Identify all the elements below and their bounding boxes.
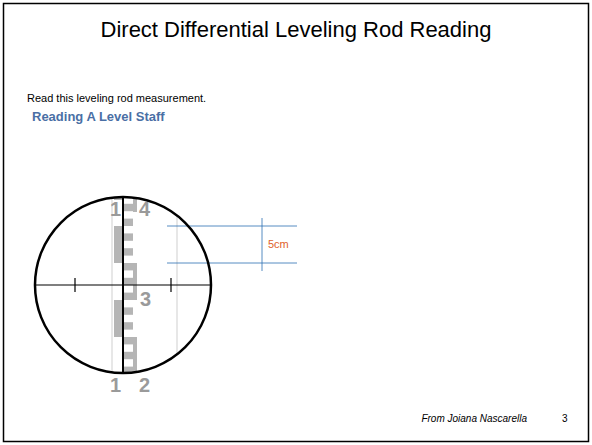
instruction-text: Read this leveling rod measurement. bbox=[27, 92, 206, 104]
subtitle: Reading A Level Staff bbox=[32, 110, 165, 124]
staff-graduation bbox=[123, 189, 133, 196]
staff-graduation bbox=[123, 219, 133, 226]
staff-graduation bbox=[114, 300, 123, 337]
staff-graduation bbox=[123, 278, 133, 285]
staff-digit: 3 bbox=[139, 288, 152, 310]
stadia-tick bbox=[74, 278, 75, 292]
slide-number: 3 bbox=[562, 413, 568, 424]
staff-graduation bbox=[123, 381, 133, 388]
staff-digit: 2 bbox=[139, 374, 150, 396]
staff-graduation bbox=[123, 322, 133, 329]
eyepiece-circle bbox=[35, 197, 211, 373]
source-note: From Joiana Nascarella bbox=[421, 413, 527, 424]
staff-graduation bbox=[123, 248, 133, 255]
slide-border bbox=[4, 4, 589, 442]
staff-graduation bbox=[123, 307, 133, 314]
staff-graduation bbox=[123, 337, 133, 344]
staff-graduation bbox=[133, 263, 137, 300]
staff-graduation bbox=[114, 226, 123, 263]
staff-digit: 1 bbox=[110, 374, 121, 396]
slide-title: Direct Differential Leveling Rod Reading bbox=[101, 18, 492, 42]
staff-digit: 1 bbox=[110, 198, 121, 220]
horizontal-crosshair bbox=[35, 284, 211, 285]
dimension-5cm bbox=[167, 218, 297, 271]
staff-graduation bbox=[123, 204, 133, 211]
staff-graduation bbox=[123, 293, 133, 300]
level-staff bbox=[112, 189, 177, 389]
reticle bbox=[35, 197, 211, 373]
staff-digit: 4 bbox=[139, 198, 150, 220]
staff-graduation bbox=[123, 352, 133, 359]
dimension-label: 5cm bbox=[268, 238, 289, 250]
staff-graduation bbox=[133, 337, 137, 374]
staff-graduation bbox=[123, 233, 133, 240]
stadia-tick bbox=[170, 278, 171, 292]
staff-graduation bbox=[133, 190, 137, 212]
eyepiece-field bbox=[35, 197, 211, 373]
staff-graduation bbox=[123, 263, 133, 270]
